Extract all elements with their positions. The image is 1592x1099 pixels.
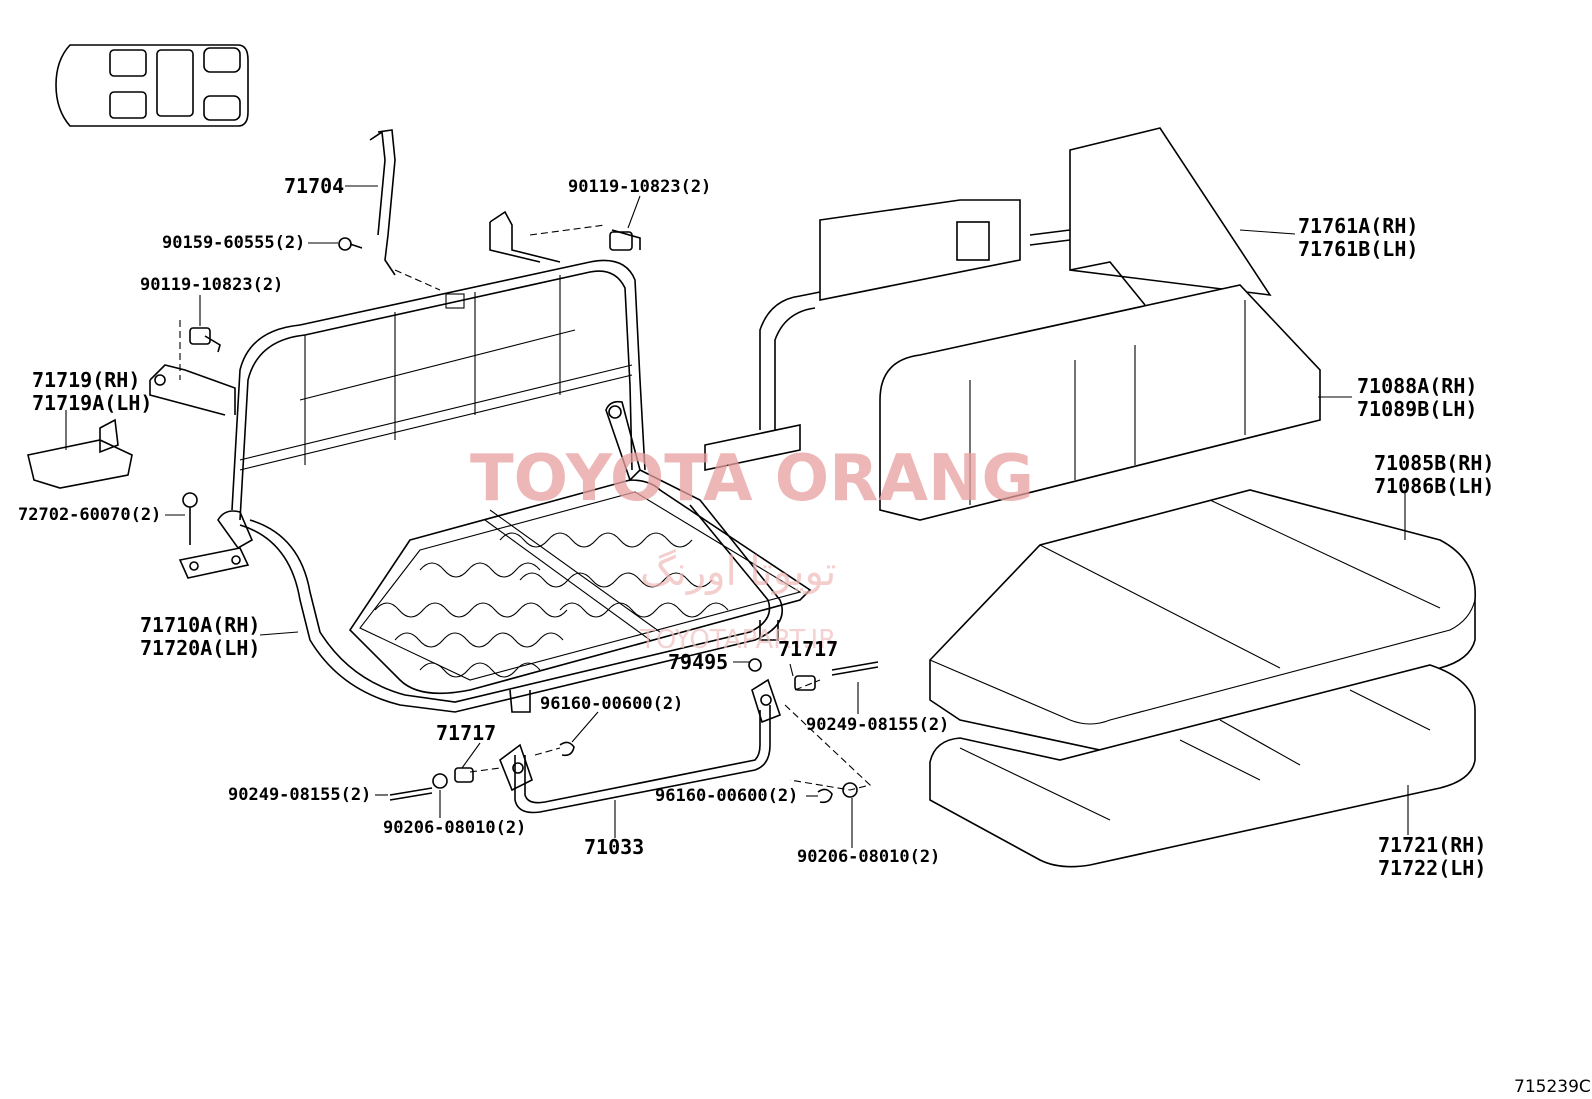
part-label-71717-right: 71717 <box>778 637 838 661</box>
part-label-71710a-rh: 71710A(RH) <box>140 613 260 637</box>
part-label-72702-60070: 72702-60070(2) <box>18 505 161 525</box>
vehicle-seat-locator-icon <box>55 44 249 127</box>
seat-cushion-pad-drawing <box>929 489 1476 868</box>
fasteners-drawing <box>27 129 641 545</box>
part-label-71761a-rh: 71761A(RH) <box>1298 214 1418 238</box>
watermark-url: TOYOTAPART.IR <box>639 625 836 655</box>
watermark: TOYOTA ORANG تویوتا اورنگ TOYOTAPART.IR <box>470 442 1034 655</box>
part-label-96160-00600-lower: 96160-00600(2) <box>655 786 798 806</box>
sinuous-springs <box>374 532 729 678</box>
part-label-90119-10823-left: 90119-10823(2) <box>140 275 283 295</box>
part-label-71719a-lh: 71719A(LH) <box>32 391 152 415</box>
part-label-71721-rh: 71721(RH) <box>1378 833 1486 857</box>
part-labels: 71704 90159-60555(2) 90119-10823(2) 9011… <box>18 174 1494 880</box>
seat-back-frame-drawing <box>149 210 646 521</box>
part-label-90249-08155-left: 90249-08155(2) <box>228 785 371 805</box>
part-label-71722-lh: 71722(LH) <box>1378 856 1486 880</box>
part-label-79495: 79495 <box>668 650 728 674</box>
part-label-71085b-rh: 71085B(RH) <box>1374 451 1494 475</box>
part-label-71717-left: 71717 <box>436 721 496 745</box>
part-label-71086b-lh: 71086B(LH) <box>1374 474 1494 498</box>
part-label-90206-08010-right: 90206-08010(2) <box>797 847 940 867</box>
part-label-71088a-rh: 71088A(RH) <box>1357 374 1477 398</box>
part-label-71089b-lh: 71089B(LH) <box>1357 397 1477 421</box>
leader-lines <box>65 185 1409 848</box>
part-label-71720a-lh: 71720A(LH) <box>140 636 260 660</box>
part-label-90249-08155-right: 90249-08155(2) <box>806 715 949 735</box>
part-label-71704: 71704 <box>284 174 344 198</box>
part-label-71033: 71033 <box>584 835 644 859</box>
part-label-96160-00600-upper: 96160-00600(2) <box>540 694 683 714</box>
watermark-subtitle: تویوتا اورنگ <box>640 549 836 595</box>
seat-cushion-frame-drawing <box>178 469 812 713</box>
seat-leg-bar-drawing <box>389 658 879 814</box>
part-label-90206-08010-left: 90206-08010(2) <box>383 818 526 838</box>
part-label-71719-rh: 71719(RH) <box>32 368 140 392</box>
watermark-title: TOYOTA ORANG <box>470 442 1034 516</box>
part-label-71761b-lh: 71761B(LH) <box>1298 237 1418 261</box>
part-label-90159-60555: 90159-60555(2) <box>162 233 305 253</box>
diagram-code: 715239C <box>1514 1077 1591 1097</box>
part-label-90119-10823-top: 90119-10823(2) <box>568 177 711 197</box>
seat-back-pad-drawing <box>704 127 1321 521</box>
